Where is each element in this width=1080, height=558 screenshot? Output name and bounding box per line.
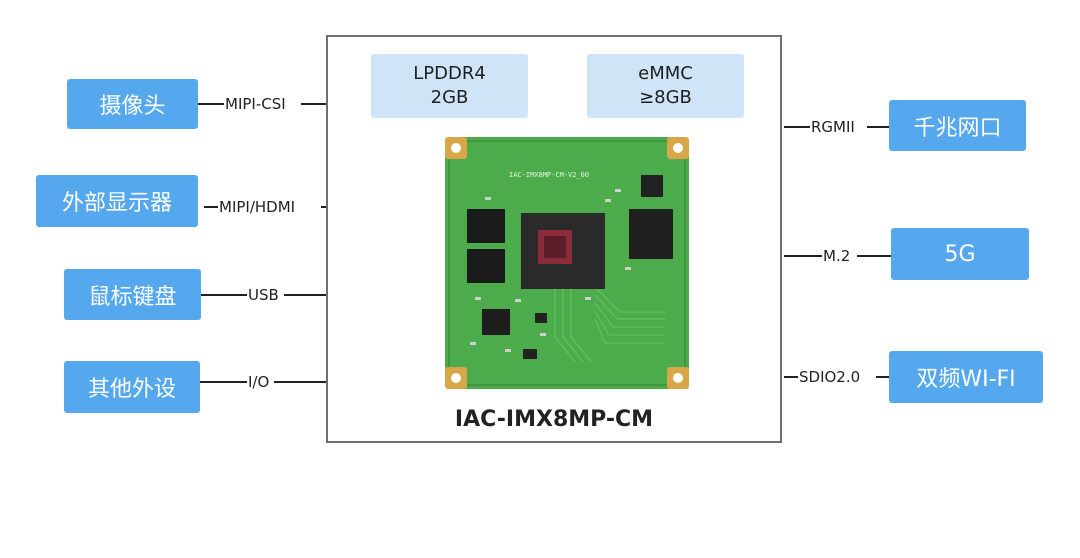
peripheral-dual-band-wifi: 双频WI-FI [889, 351, 1043, 403]
interface-label-sdio: SDIO2.0 [799, 368, 861, 386]
connector-line [204, 206, 218, 208]
connector-line [274, 381, 327, 383]
connector-line [876, 376, 889, 378]
interface-label-mipi-hdmi: MIPI/HDMI [219, 198, 296, 216]
connector-line [857, 255, 891, 257]
interface-label-usb: USB [248, 286, 279, 304]
interface-label-io: I/O [248, 373, 270, 391]
connector-line [301, 103, 327, 105]
connector-line [198, 103, 224, 105]
connector-line [321, 206, 327, 208]
interface-label-rgmii: RGMII [811, 118, 855, 136]
memory-lpddr4: LPDDR4 2GB [371, 54, 528, 118]
memory-type: eMMC [638, 63, 693, 84]
memory-type: LPDDR4 [413, 63, 486, 84]
module-name: IAC-IMX8MP-CM [454, 407, 654, 432]
som-module-frame: LPDDR4 2GB eMMC ≥8GB IAC-IMX8MP-CM-V2_00 [326, 35, 782, 443]
peripheral-external-display: 外部显示器 [36, 175, 198, 227]
connector-line [284, 294, 327, 296]
peripheral-gigabit-ethernet: 千兆网口 [889, 100, 1026, 151]
connector-line [784, 376, 798, 378]
interface-label-mipi-csi: MIPI-CSI [225, 95, 286, 113]
connector-line [200, 381, 247, 383]
board-traces [554, 286, 665, 363]
peripheral-other-devices: 其他外设 [64, 361, 200, 413]
memory-size: 2GB [430, 87, 469, 108]
connector-line [201, 294, 247, 296]
connector-line [867, 126, 889, 128]
connector-line [784, 126, 810, 128]
board-silkscreen: IAC-IMX8MP-CM-V2_00 [509, 171, 589, 179]
dram-chip [467, 249, 505, 283]
peripheral-mouse-keyboard: 鼠标键盘 [64, 269, 201, 320]
small-ic [641, 175, 663, 197]
peripheral-camera: 摄像头 [67, 79, 198, 129]
memory-emmc: eMMC ≥8GB [587, 54, 744, 118]
pmic-chip [482, 309, 510, 335]
dram-chip [467, 209, 505, 243]
connector-line [784, 255, 822, 257]
board-image: IAC-IMX8MP-CM-V2_00 [445, 137, 689, 389]
passive-components [470, 189, 631, 352]
peripheral-5g: 5G [891, 228, 1029, 280]
memory-size: ≥8GB [639, 87, 692, 108]
emmc-chip [629, 209, 673, 259]
interface-label-m2: M.2 [823, 247, 851, 265]
